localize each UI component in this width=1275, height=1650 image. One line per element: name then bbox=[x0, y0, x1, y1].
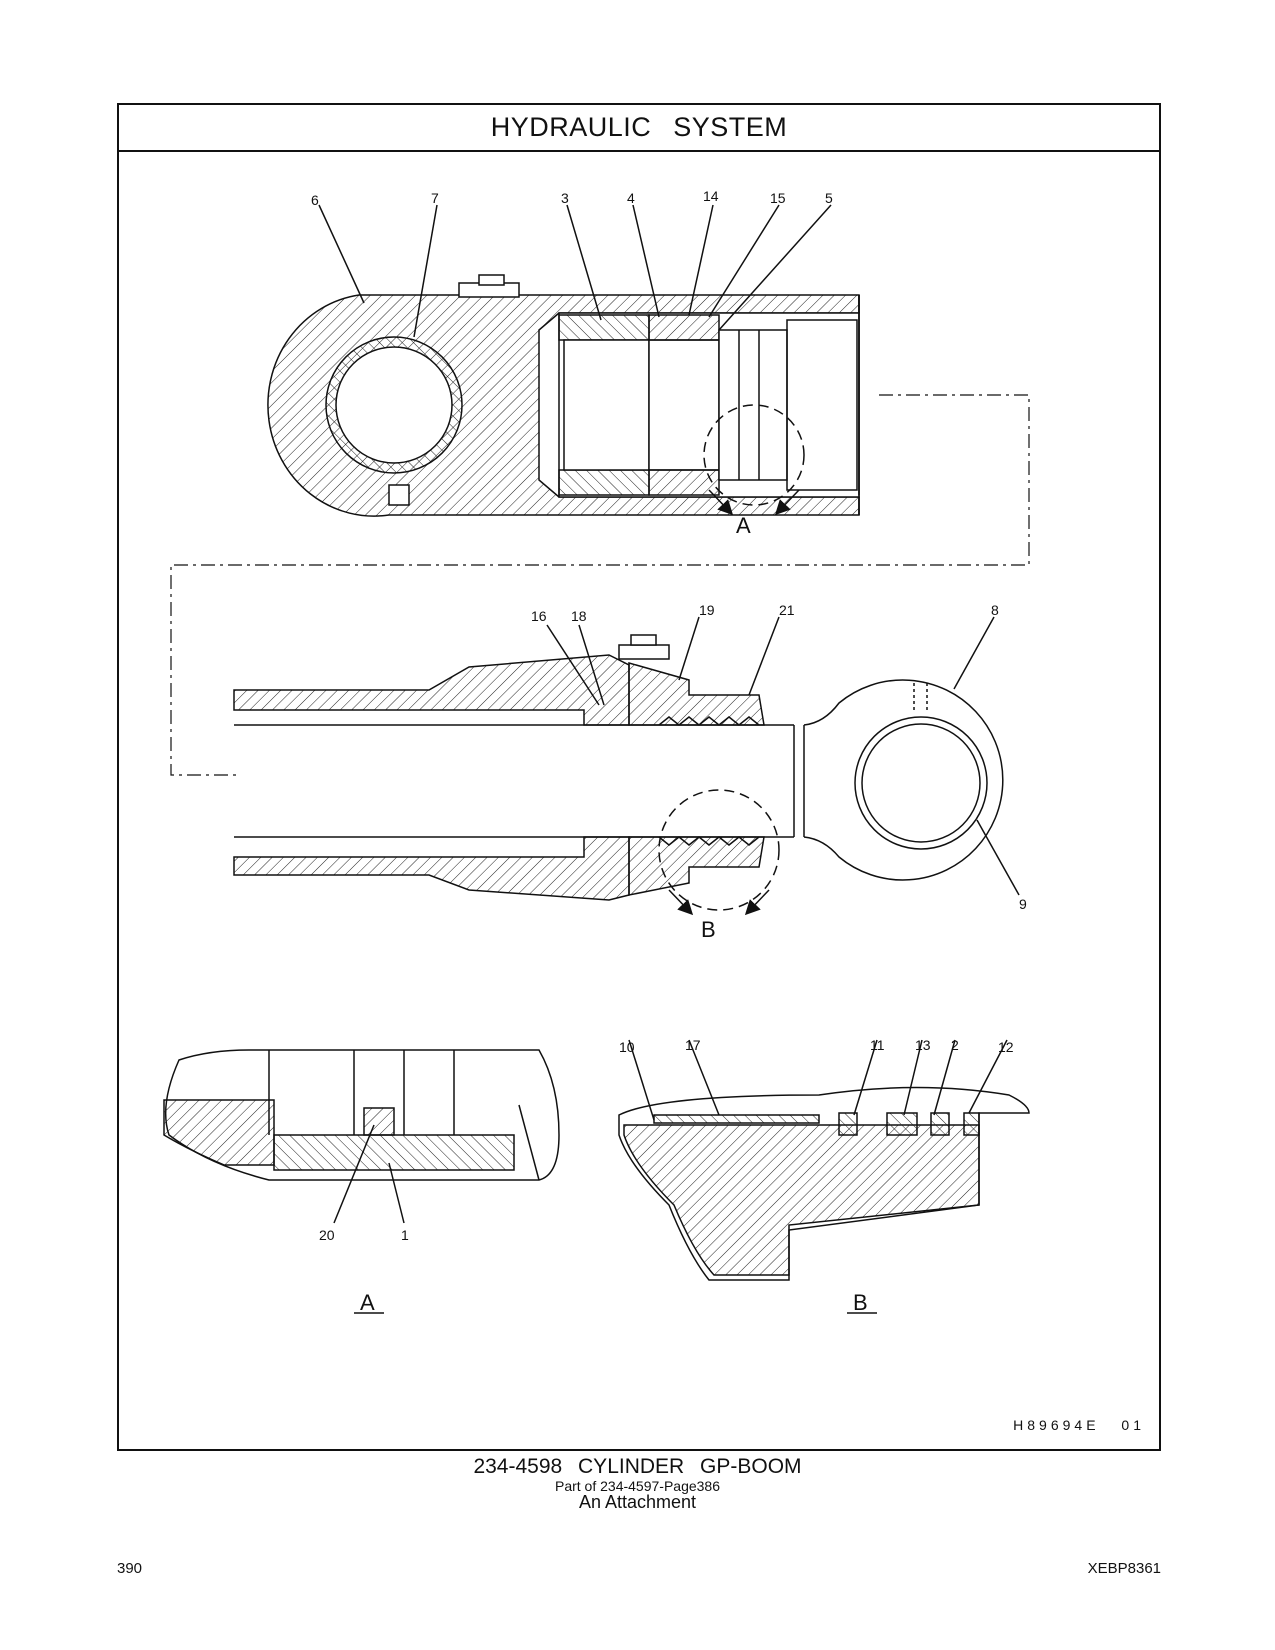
drawing-number: H89694E 01 bbox=[1013, 1417, 1145, 1433]
callout-15: 15 bbox=[770, 190, 786, 206]
detail-a-label: A bbox=[360, 1290, 375, 1315]
callout-4: 4 bbox=[627, 190, 635, 206]
document-number: XEBP8361 bbox=[1087, 1560, 1161, 1577]
callout-2: 2 bbox=[951, 1037, 959, 1053]
caption-title: 234-4598 CYLINDER GP-BOOM bbox=[473, 1455, 802, 1478]
detail-a-view bbox=[163, 1049, 560, 1314]
callout-12: 12 bbox=[998, 1039, 1014, 1055]
callout-11: 11 bbox=[870, 1037, 885, 1053]
cylinder-exploded-drawing: 6 7 3 4 14 15 5 A 16 18 19 21 8 9 B 10 1… bbox=[163, 188, 1030, 1315]
rod-end-section bbox=[233, 616, 1020, 916]
callout-16: 16 bbox=[531, 608, 547, 624]
callout-20: 20 bbox=[319, 1227, 335, 1243]
callout-13: 13 bbox=[915, 1037, 931, 1053]
callout-1: 1 bbox=[401, 1227, 409, 1243]
callout-5: 5 bbox=[825, 190, 833, 206]
detail-b-view bbox=[618, 1039, 1030, 1314]
callout-14: 14 bbox=[703, 188, 719, 204]
illustration-frame: HYDRAULIC SYSTEM bbox=[117, 103, 1161, 1451]
section-title: HYDRAULIC SYSTEM bbox=[119, 105, 1159, 152]
callout-6: 6 bbox=[311, 192, 319, 208]
callout-3: 3 bbox=[561, 190, 569, 206]
callout-21: 21 bbox=[779, 602, 795, 618]
detail-b-marker: B bbox=[701, 917, 716, 942]
continuation-line bbox=[170, 394, 1030, 776]
callout-17: 17 bbox=[685, 1037, 701, 1053]
caption-subtitle: Part of 234-4597-Page386 bbox=[554, 1478, 720, 1494]
detail-a-marker: A bbox=[736, 513, 751, 538]
callout-8: 8 bbox=[991, 602, 999, 618]
callout-7: 7 bbox=[431, 190, 439, 206]
detail-b-label: B bbox=[853, 1290, 868, 1315]
callout-19: 19 bbox=[699, 602, 715, 618]
page-number: 390 bbox=[117, 1560, 143, 1577]
caption-note: An Attachment bbox=[578, 1492, 697, 1512]
callout-9: 9 bbox=[1019, 896, 1027, 912]
head-end-section bbox=[267, 204, 860, 517]
callout-18: 18 bbox=[571, 608, 587, 624]
callout-10: 10 bbox=[619, 1039, 635, 1055]
